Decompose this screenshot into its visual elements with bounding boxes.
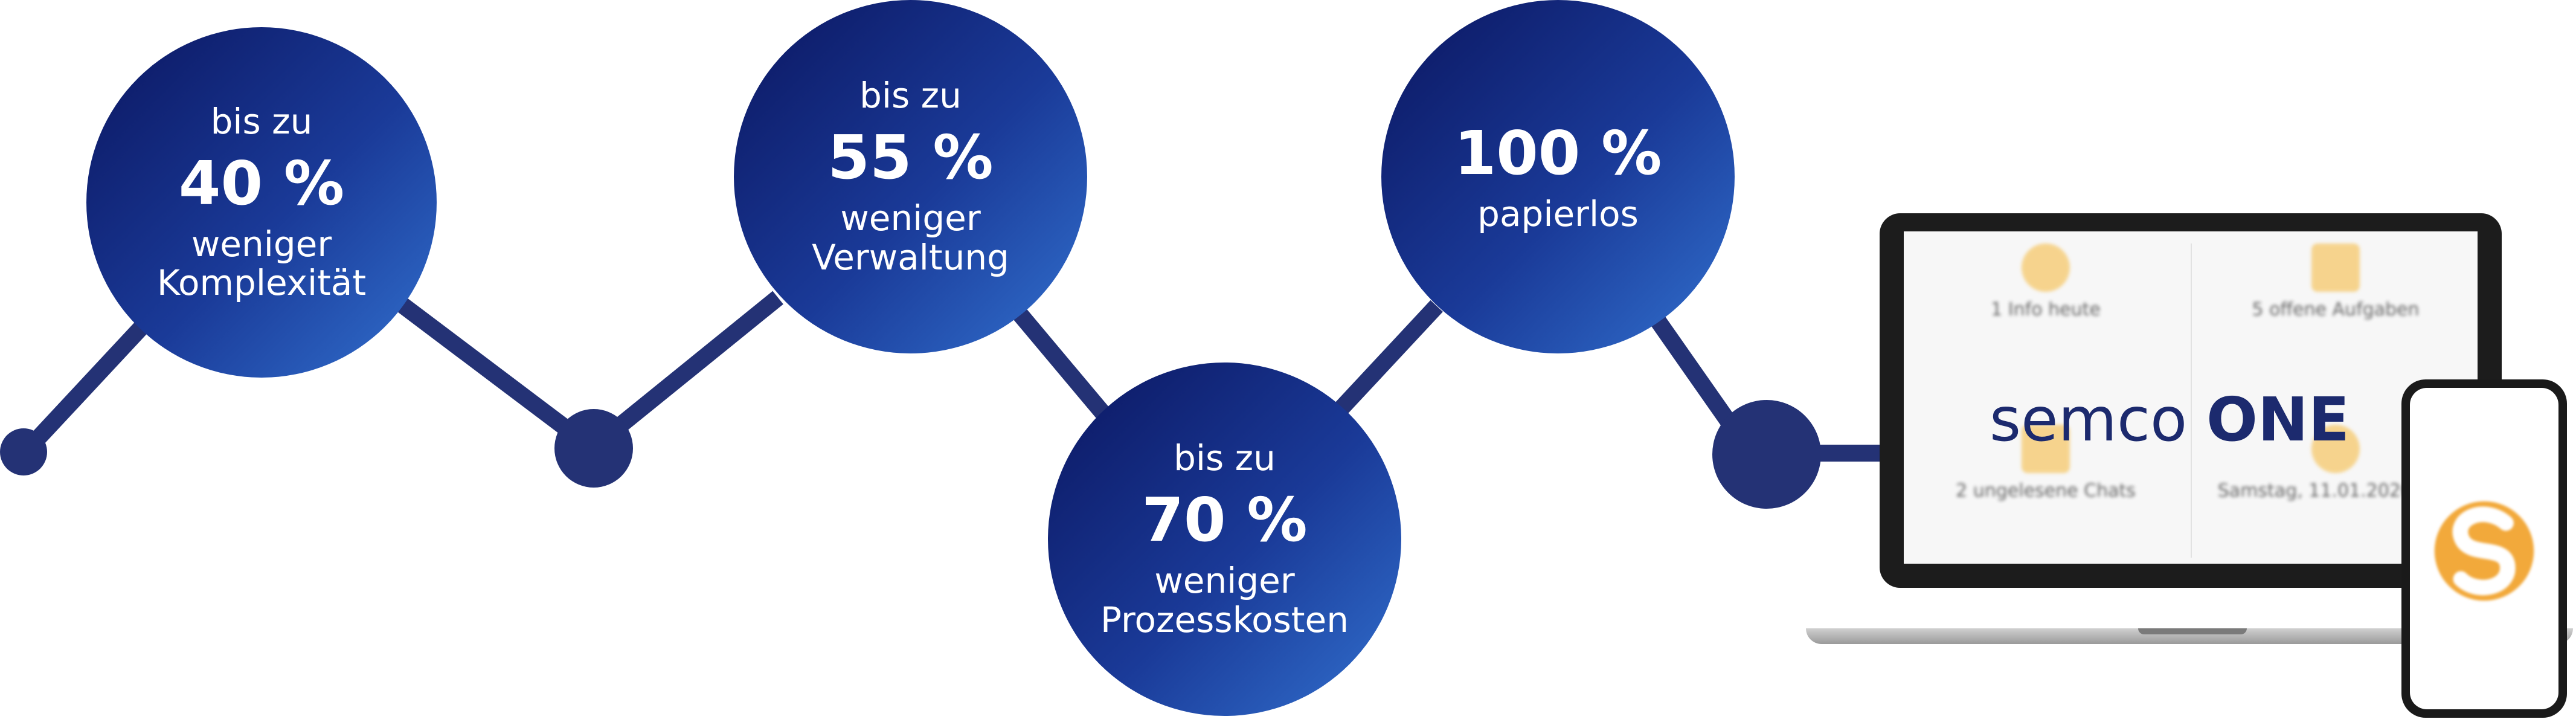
phone-screen bbox=[2410, 388, 2558, 709]
semco-logo-icon bbox=[2434, 501, 2534, 601]
joint-dot bbox=[1712, 400, 1821, 509]
brand-wordmark: semco ONE bbox=[1990, 384, 2350, 455]
stat-text: Verwaltung bbox=[812, 236, 1009, 278]
connector-line bbox=[1331, 300, 1443, 418]
stat-circle-paperless: 100 % papierlos bbox=[1381, 0, 1735, 353]
semco-one-logo: semco ONE bbox=[1975, 376, 2350, 463]
joint-dot bbox=[0, 428, 47, 475]
stat-prefix: bis zu bbox=[1174, 437, 1276, 479]
stat-circle-administration: bis zu 55 % weniger Verwaltung bbox=[734, 0, 1087, 353]
stat-circle-complexity: bis zu 40 % weniger Komplexität bbox=[86, 27, 437, 378]
laptop-notch bbox=[2138, 628, 2247, 634]
joint-dot bbox=[554, 409, 633, 488]
stat-circle-process-costs: bis zu 70 % weniger Prozesskosten bbox=[1048, 362, 1401, 716]
dashboard-tile: 1 Info heute bbox=[1904, 231, 2188, 401]
phone-mockup bbox=[2401, 379, 2567, 718]
calendar-icon bbox=[2311, 425, 2360, 473]
dashboard-tile: 5 offene Aufgaben bbox=[2194, 231, 2478, 401]
info-icon bbox=[2022, 243, 2070, 292]
stat-text: weniger bbox=[840, 198, 981, 239]
stat-value: 55 % bbox=[827, 122, 994, 193]
stat-text: papierlos bbox=[1477, 193, 1639, 235]
stat-text: Prozesskosten bbox=[1100, 599, 1349, 640]
stat-value: 40 % bbox=[178, 147, 345, 219]
brand-bold: ONE bbox=[2206, 384, 2350, 455]
connector-line bbox=[386, 289, 580, 442]
stat-text: weniger bbox=[191, 223, 332, 265]
laptop-screen: 1 Info heute 5 offene Aufgaben 2 ungeles… bbox=[1904, 231, 2478, 564]
stat-prefix: bis zu bbox=[859, 75, 962, 117]
stat-value: 70 % bbox=[1142, 485, 1308, 556]
divider bbox=[2191, 243, 2192, 558]
connector-line bbox=[1009, 304, 1118, 428]
tile-title: 1 Info heute bbox=[1991, 299, 2101, 320]
stat-value: 100 % bbox=[1454, 118, 1662, 189]
task-list-icon bbox=[2311, 243, 2360, 292]
dashboard-tile: 2 ungelesene Chats bbox=[1904, 413, 2188, 564]
tile-title: 5 offene Aufgaben bbox=[2252, 299, 2420, 320]
laptop-mockup: 1 Info heute 5 offene Aufgaben 2 ungeles… bbox=[1880, 213, 2502, 588]
chat-icon bbox=[2022, 425, 2070, 473]
tile-title: 2 ungelesene Chats bbox=[1956, 480, 2136, 501]
stat-text: Komplexität bbox=[156, 262, 367, 304]
stat-text: weniger bbox=[1154, 560, 1295, 602]
stat-prefix: bis zu bbox=[210, 100, 313, 142]
phone-notch bbox=[2466, 379, 2502, 388]
brand-light: semco bbox=[1990, 384, 2188, 455]
